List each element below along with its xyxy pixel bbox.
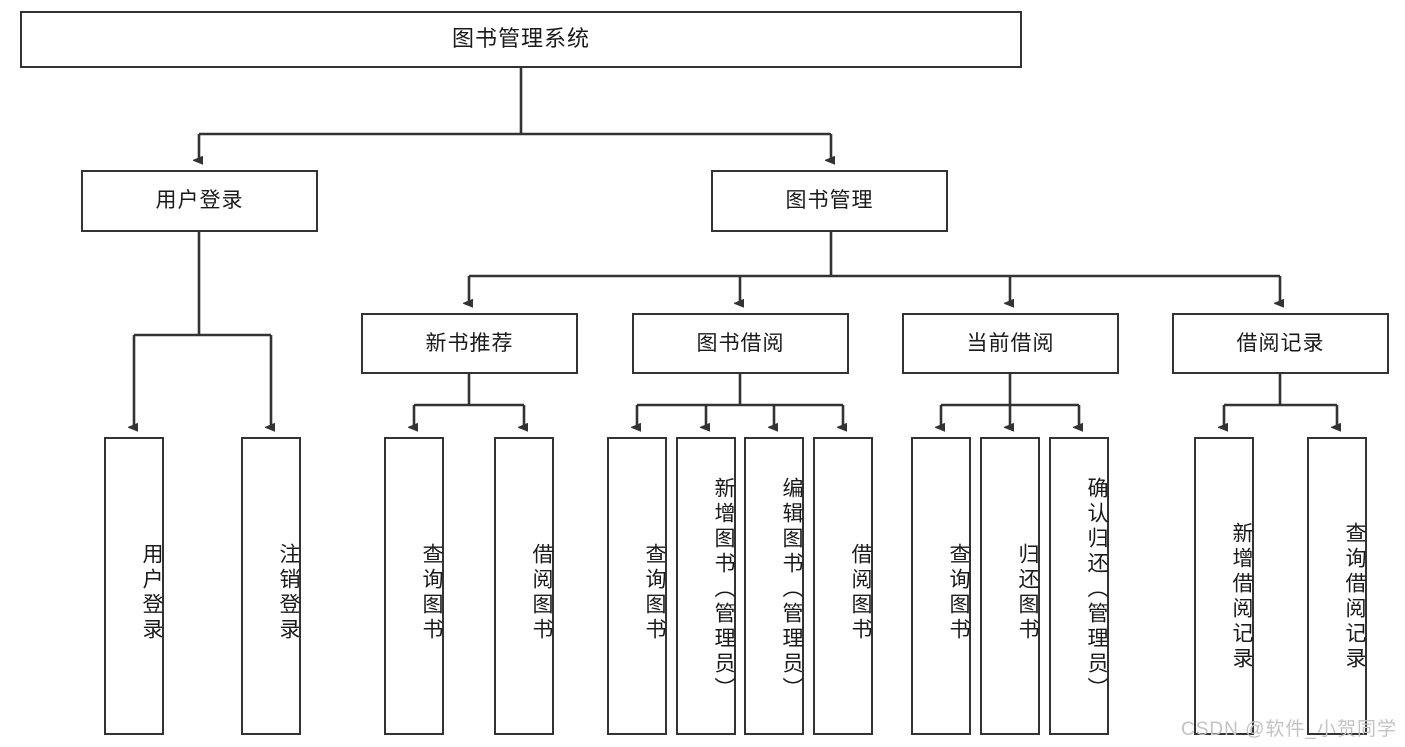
- node-leaf-book-borrow-1[interactable]: 查询图书: [607, 437, 667, 735]
- node-leaf-current-borrow-3[interactable]: 确认归还（管理员）: [1049, 437, 1109, 735]
- node-leaf-user-login-2-label: 注销登录: [277, 543, 300, 643]
- node-current-borrow[interactable]: 当前借阅: [902, 313, 1119, 374]
- watermark: CSDN @软件_小贺同学: [1181, 719, 1397, 740]
- node-leaf-borrow-record-1[interactable]: 新增借阅记录: [1194, 437, 1254, 735]
- node-leaf-current-borrow-1-label: 查询图书: [947, 543, 970, 643]
- node-root[interactable]: 图书管理系统: [20, 11, 1022, 68]
- node-leaf-book-borrow-2-label: 新增图书（管理员）: [712, 476, 735, 702]
- node-user-login-label: 用户登录: [155, 189, 244, 213]
- node-leaf-current-borrow-2-label: 归还图书: [1016, 543, 1039, 643]
- node-leaf-current-borrow-3-label: 确认归还（管理员）: [1085, 476, 1108, 702]
- node-leaf-book-borrow-2[interactable]: 新增图书（管理员）: [676, 437, 736, 735]
- node-borrow-record-label: 借阅记录: [1236, 331, 1325, 355]
- node-leaf-book-borrow-4-label: 借阅图书: [849, 543, 872, 643]
- node-leaf-new-book-rec-2[interactable]: 借阅图书: [494, 437, 554, 735]
- node-new-book-rec[interactable]: 新书推荐: [361, 313, 578, 374]
- node-leaf-book-borrow-1-label: 查询图书: [643, 543, 666, 643]
- node-book-manage[interactable]: 图书管理: [711, 170, 948, 232]
- node-user-login[interactable]: 用户登录: [81, 170, 318, 232]
- node-leaf-user-login-1-label: 用户登录: [140, 543, 163, 643]
- node-leaf-user-login-1[interactable]: 用户登录: [104, 437, 164, 735]
- node-leaf-new-book-rec-2-label: 借阅图书: [530, 543, 553, 643]
- node-leaf-book-borrow-4[interactable]: 借阅图书: [813, 437, 873, 735]
- node-leaf-borrow-record-2[interactable]: 查询借阅记录: [1307, 437, 1367, 735]
- node-book-borrow[interactable]: 图书借阅: [632, 313, 849, 374]
- node-leaf-borrow-record-1-label: 新增借阅记录: [1230, 522, 1253, 672]
- node-leaf-new-book-rec-1-label: 查询图书: [420, 543, 443, 643]
- node-leaf-current-borrow-2[interactable]: 归还图书: [980, 437, 1040, 735]
- node-new-book-rec-label: 新书推荐: [425, 331, 514, 355]
- node-book-manage-label: 图书管理: [785, 189, 874, 213]
- node-leaf-current-borrow-1[interactable]: 查询图书: [911, 437, 971, 735]
- node-leaf-book-borrow-3[interactable]: 编辑图书（管理员）: [744, 437, 804, 735]
- node-current-borrow-label: 当前借阅: [966, 331, 1055, 355]
- node-root-label: 图书管理系统: [451, 26, 590, 52]
- node-borrow-record[interactable]: 借阅记录: [1172, 313, 1389, 374]
- node-leaf-book-borrow-3-label: 编辑图书（管理员）: [780, 476, 803, 702]
- node-leaf-user-login-2[interactable]: 注销登录: [241, 437, 301, 735]
- node-book-borrow-label: 图书借阅: [696, 331, 785, 355]
- node-leaf-new-book-rec-1[interactable]: 查询图书: [384, 437, 444, 735]
- node-leaf-borrow-record-2-label: 查询借阅记录: [1343, 522, 1366, 672]
